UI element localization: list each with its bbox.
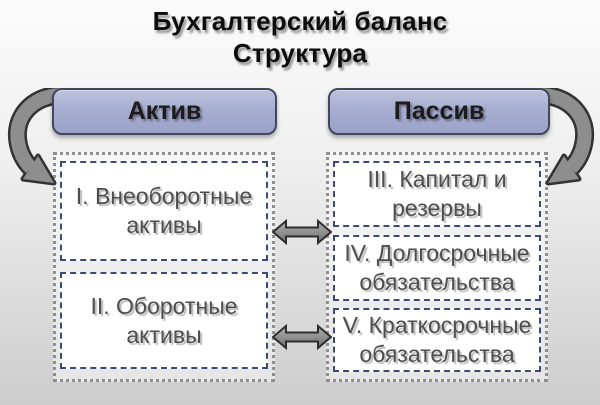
asset-header-label: Актив	[127, 97, 202, 125]
asset-item-noncurrent: I. Внеоборотные активы	[60, 161, 268, 261]
liability-section-container: III. Капитал и резервы IV. Долгосрочные …	[326, 152, 548, 382]
liability-header-label: Пассив	[393, 97, 485, 125]
liability-header-box: Пассив	[328, 88, 550, 135]
asset-section-container: I. Внеоборотные активы II. Оборотные акт…	[53, 152, 275, 382]
liability-item-shortterm: V. Краткосрочные обязательства	[333, 308, 541, 372]
liability-item-longterm: IV. Долгосрочные обязательства	[333, 235, 541, 301]
title-line-1: Бухгалтерский баланс	[152, 6, 448, 36]
liability-item-label: IV. Долгосрочные обязательства	[344, 240, 530, 295]
asset-item-current: II. Оборотные активы	[60, 272, 268, 369]
asset-item-label: II. Оборотные активы	[90, 292, 238, 348]
liability-item-capital: III. Капитал и резервы	[333, 161, 541, 227]
title-line-2: Структура	[232, 38, 368, 68]
double-arrow-top-icon	[272, 219, 332, 245]
liability-item-label: V. Краткосрочные обязательства	[342, 312, 532, 367]
asset-header-box: Актив	[52, 88, 277, 135]
page-title: Бухгалтерский баланс Структура	[0, 5, 600, 69]
curved-arrow-left-icon	[7, 88, 62, 186]
double-arrow-bottom-icon	[272, 324, 332, 350]
liability-item-label: III. Капитал и резервы	[367, 166, 507, 221]
curved-arrow-right-icon	[540, 88, 595, 186]
asset-item-label: I. Внеоборотные активы	[75, 183, 253, 238]
